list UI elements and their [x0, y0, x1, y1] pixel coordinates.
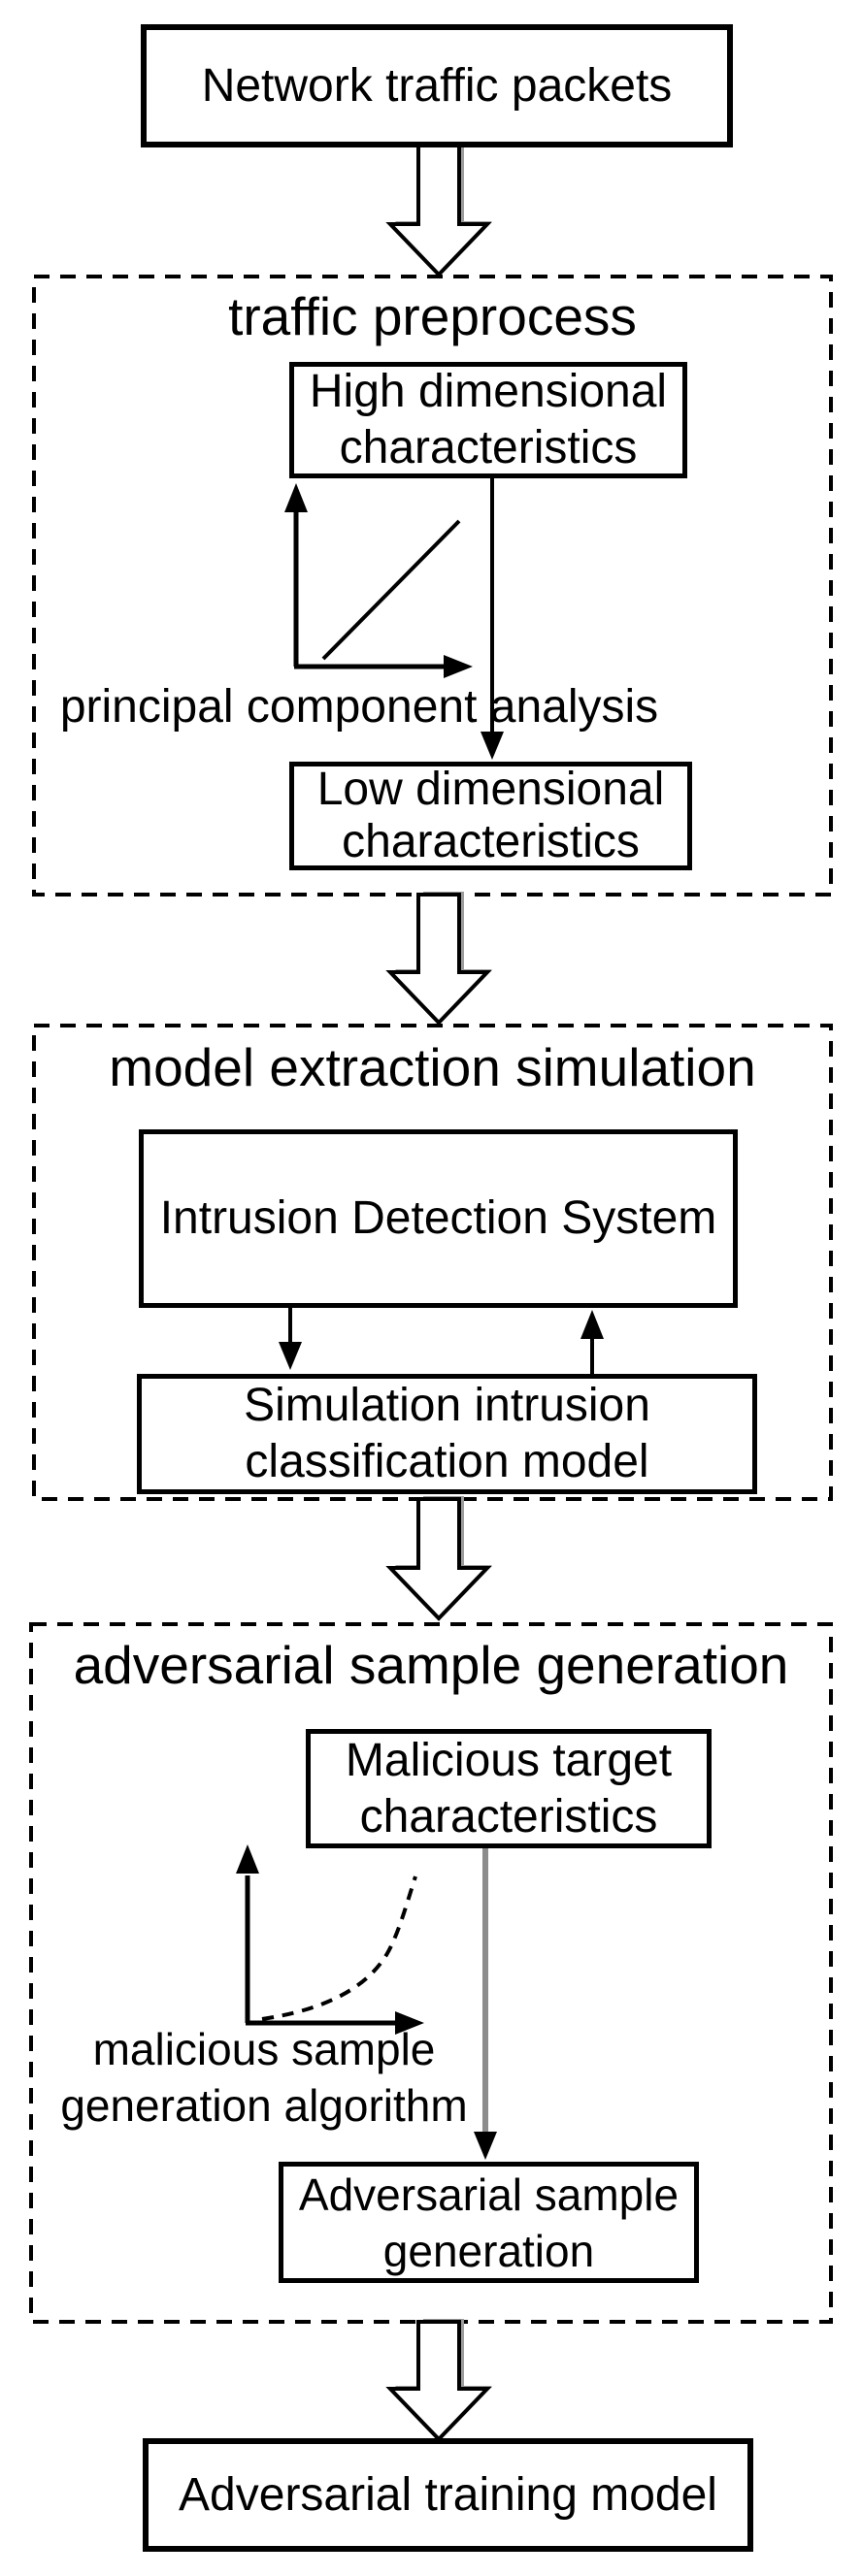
node-adversarial-training-model-label: Adversarial training model	[179, 2468, 717, 2521]
node-malicious-target-characteristics-label: Malicious target characteristics	[345, 1734, 673, 1842]
block-arrow-1-shadow	[395, 143, 492, 272]
annotation-malicious-sample-generation-algorithm: malicious sample generation algorithm	[60, 2024, 468, 2131]
node-malicious-target-characteristics: Malicious target characteristics	[306, 1729, 712, 1848]
node-intrusion-detection-system-label: Intrusion Detection System	[159, 1192, 717, 1244]
block-arrow-3	[385, 1496, 492, 1621]
node-adversarial-sample-generation: Adversarial sample generation	[279, 2162, 699, 2283]
block-arrow-2-shadow	[395, 892, 492, 1020]
block-arrow-4	[385, 2319, 492, 2442]
generation-chart-y-axis-arrowhead	[236, 1844, 259, 1874]
node-adversarial-sample-generation-label: Adversarial sample generation	[298, 2168, 680, 2276]
node-adversarial-training-model: Adversarial training model	[143, 2438, 753, 2552]
block-arrow-2-body	[385, 893, 492, 1026]
block-arrow-3-shadow	[395, 1496, 492, 1615]
generation-chart	[236, 1844, 424, 2035]
node-simulation-intrusion-classification-model-label: Simulation intrusion classification mode…	[244, 1380, 650, 1487]
connector-highdim-to-lowdim-arrowhead	[481, 732, 504, 760]
section-title-traffic-preprocess: traffic preprocess	[228, 286, 637, 346]
connector-sim-to-ids	[580, 1310, 604, 1374]
block-arrow-4-shadow	[395, 2319, 492, 2436]
connector-malicious-to-adv-arrowhead	[474, 2132, 497, 2160]
connector-sim-to-ids-arrowhead	[580, 1310, 604, 1339]
pca-chart-y-axis-arrowhead	[284, 483, 308, 512]
node-low-dimensional-characteristics: Low dimensional characteristics	[289, 762, 692, 870]
connector-ids-to-sim	[279, 1308, 302, 1370]
node-high-dimensional-characteristics-label: High dimensional characteristics	[309, 366, 668, 473]
connector-ids-to-sim-arrowhead	[279, 1342, 302, 1370]
block-arrow-4-body	[385, 2320, 492, 2442]
block-arrow-1-body	[385, 144, 492, 277]
pca-chart	[284, 483, 473, 678]
annotation-principal-component-analysis: principal component analysis	[59, 681, 659, 733]
section-title-adversarial-sample-generation: adversarial sample generation	[73, 1635, 789, 1695]
pca-chart-diagonal-line	[321, 519, 461, 661]
node-network-traffic-packets-label: Network traffic packets	[201, 59, 673, 112]
block-arrow-3-body	[385, 1497, 492, 1621]
node-low-dimensional-characteristics-label: Low dimensional characteristics	[316, 764, 665, 867]
node-network-traffic-packets: Network traffic packets	[141, 24, 733, 147]
node-intrusion-detection-system: Intrusion Detection System	[139, 1129, 738, 1308]
pca-chart-x-axis-arrowhead	[444, 655, 473, 678]
node-high-dimensional-characteristics: High dimensional characteristics	[289, 362, 687, 478]
block-arrow-2	[385, 892, 492, 1026]
generation-chart-curve	[261, 1875, 417, 2021]
node-simulation-intrusion-classification-model: Simulation intrusion classification mode…	[137, 1374, 757, 1494]
section-title-model-extraction-simulation: model extraction simulation	[109, 1037, 756, 1097]
block-arrow-1	[385, 143, 492, 277]
